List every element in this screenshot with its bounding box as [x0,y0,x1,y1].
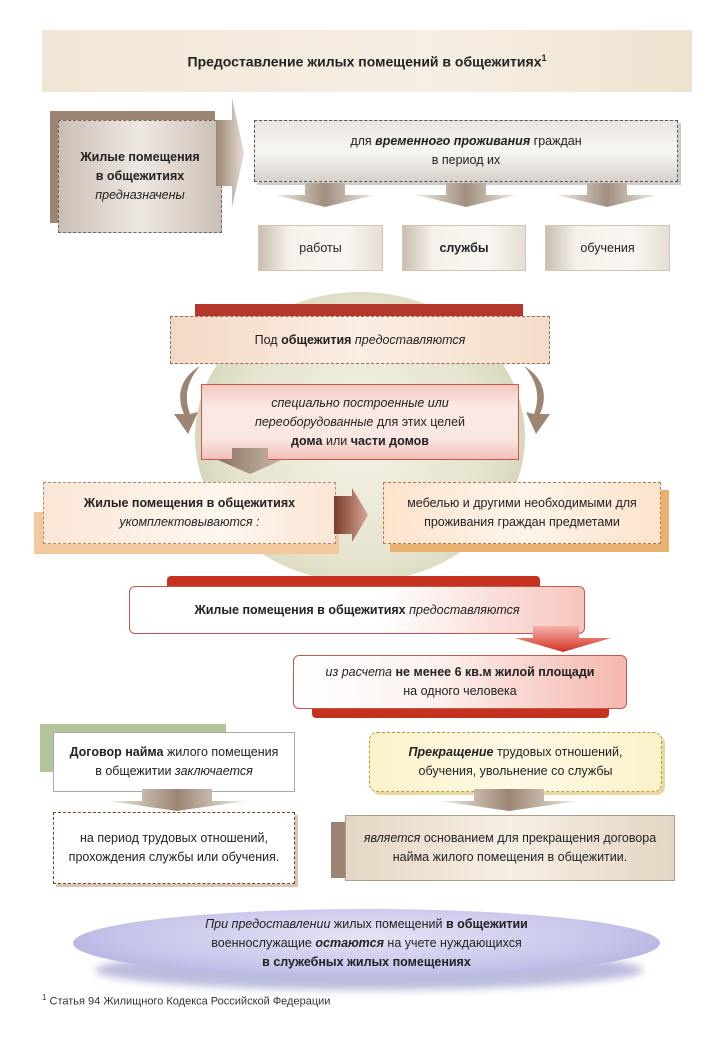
title-footnote-mark: 1 [541,52,547,63]
period-work-box: работы [258,225,383,271]
down-arrow-icon [218,448,282,474]
period-study-box: обучения [545,225,670,271]
equipped-line1: Жилые помещения в общежитиях [83,496,296,510]
temporary-pre: для [350,134,372,148]
houses-line2-rest: для этих целей [376,414,466,429]
area-line2: на одного человека [403,684,517,698]
termination-line2: обучения, увольнение со службы [418,764,613,778]
houses-mid: или [325,433,348,448]
title-text: Предоставление жилых помещений в общежит… [187,53,542,70]
down-arrow-icon [416,183,516,207]
basis-line2: найма жилого помещения в общежитии. [392,850,628,864]
temporary-bold: временного проживания [375,134,531,148]
period-line2: прохождения службы или обучения. [68,850,280,864]
furniture-line1: мебелью и другими необходимыми для [407,496,637,510]
provided-italic: предоставляются [354,333,466,347]
houses-line1: специально построенные или [271,395,449,410]
equipped-block: Жилые помещения в общежитиях укомплектов… [43,482,336,544]
military-line1-mid: жилых помещений [333,916,443,931]
provided-pre: Под [254,333,278,347]
military-ellipse: При предоставлении жилых помещений в общ… [73,909,660,977]
military-line1-bold: в общежитии [445,916,528,931]
military-line2-post: на учете нуждающихся [387,935,522,950]
down-arrow-icon [515,626,611,652]
provided-bold: общежития [281,333,352,347]
basis-italic: является [363,831,421,845]
military-line2-pre: военнослужащие [211,935,312,950]
curved-arrow-icon [174,366,200,434]
termination-bold: Прекращение [408,745,494,759]
down-arrow-icon [440,789,578,811]
provided2-italic: предоставляются [409,603,520,617]
lease-contract-block: Договор найма жилого помещения в общежит… [53,732,295,792]
houses-b2: части домов [350,433,429,448]
down-arrow-icon [108,789,246,811]
contract-line2-pre: в общежитии [95,764,172,778]
military-line3: в служебных жилых помещениях [262,954,471,969]
furniture-line2: проживания граждан предметами [424,515,620,529]
area-bold: не менее 6 кв.м жилой площади [395,665,595,679]
footnote: 1 Статья 94 Жилищного Кодекса Российской… [42,993,542,1011]
contract-bold: Договор найма [69,745,164,759]
premises-line2: в общежитиях [95,169,185,183]
premises-provided-block: Жилые помещения в общежитиях предоставля… [129,586,585,634]
premises-block: Жилые помещения в общежитиях предназначе… [58,120,222,233]
period-service-box: службы [402,225,526,271]
military-line1-italic: При предоставлении [205,916,331,931]
furniture-block: мебелью и другими необходимыми для прожи… [383,482,661,544]
right-arrow-icon [216,98,244,206]
military-line2-bi: остаются [315,935,384,950]
buildings-block: специально построенные или переоборудова… [201,384,519,460]
provided2-bold: Жилые помещения в общежитиях [194,603,406,617]
houses-b1: дома [291,433,323,448]
premises-line3: предназначены [95,188,185,202]
temporary-post: граждан [533,134,582,148]
footnote-text: Статья 94 Жилищного Кодекса Российской Ф… [49,995,331,1008]
red-strip [195,304,523,316]
houses-line2-italic: переоборудованные [254,414,374,429]
basis-rest: основанием для прекращения договора [423,831,657,845]
termination-basis-block: является основанием для прекращения дого… [345,815,675,881]
termination-block: Прекращение трудовых отношений, обучения… [369,732,662,792]
temporary-residence-block: для временного проживания граждан в пери… [254,120,678,182]
premises-line1: Жилые помещения [80,150,200,164]
contract-period-block: на период трудовых отношений, прохождени… [53,812,295,884]
area-italic: из расчета [325,665,392,679]
right-arrow-icon [334,488,368,542]
down-arrow-icon [557,183,657,207]
period-line1: на период трудовых отношений, [80,831,268,845]
down-arrow-icon [275,183,375,207]
footnote-mark: 1 [42,993,47,1002]
page-title: Предоставление жилых помещений в общежит… [42,30,692,92]
curved-arrow-icon [524,366,550,434]
dormitory-provided-block: Под общежития предоставляются [170,316,550,364]
equipped-line2: укомплектовываются : [119,515,260,529]
temporary-line2: в период их [431,153,501,167]
termination-rest: трудовых отношений, [496,745,623,759]
red-strip [312,706,609,718]
contract-line2-italic: заключается [174,764,253,778]
living-area-block: из расчета не менее 6 кв.м жилой площади… [293,655,627,709]
contract-rest: жилого помещения [166,745,279,759]
